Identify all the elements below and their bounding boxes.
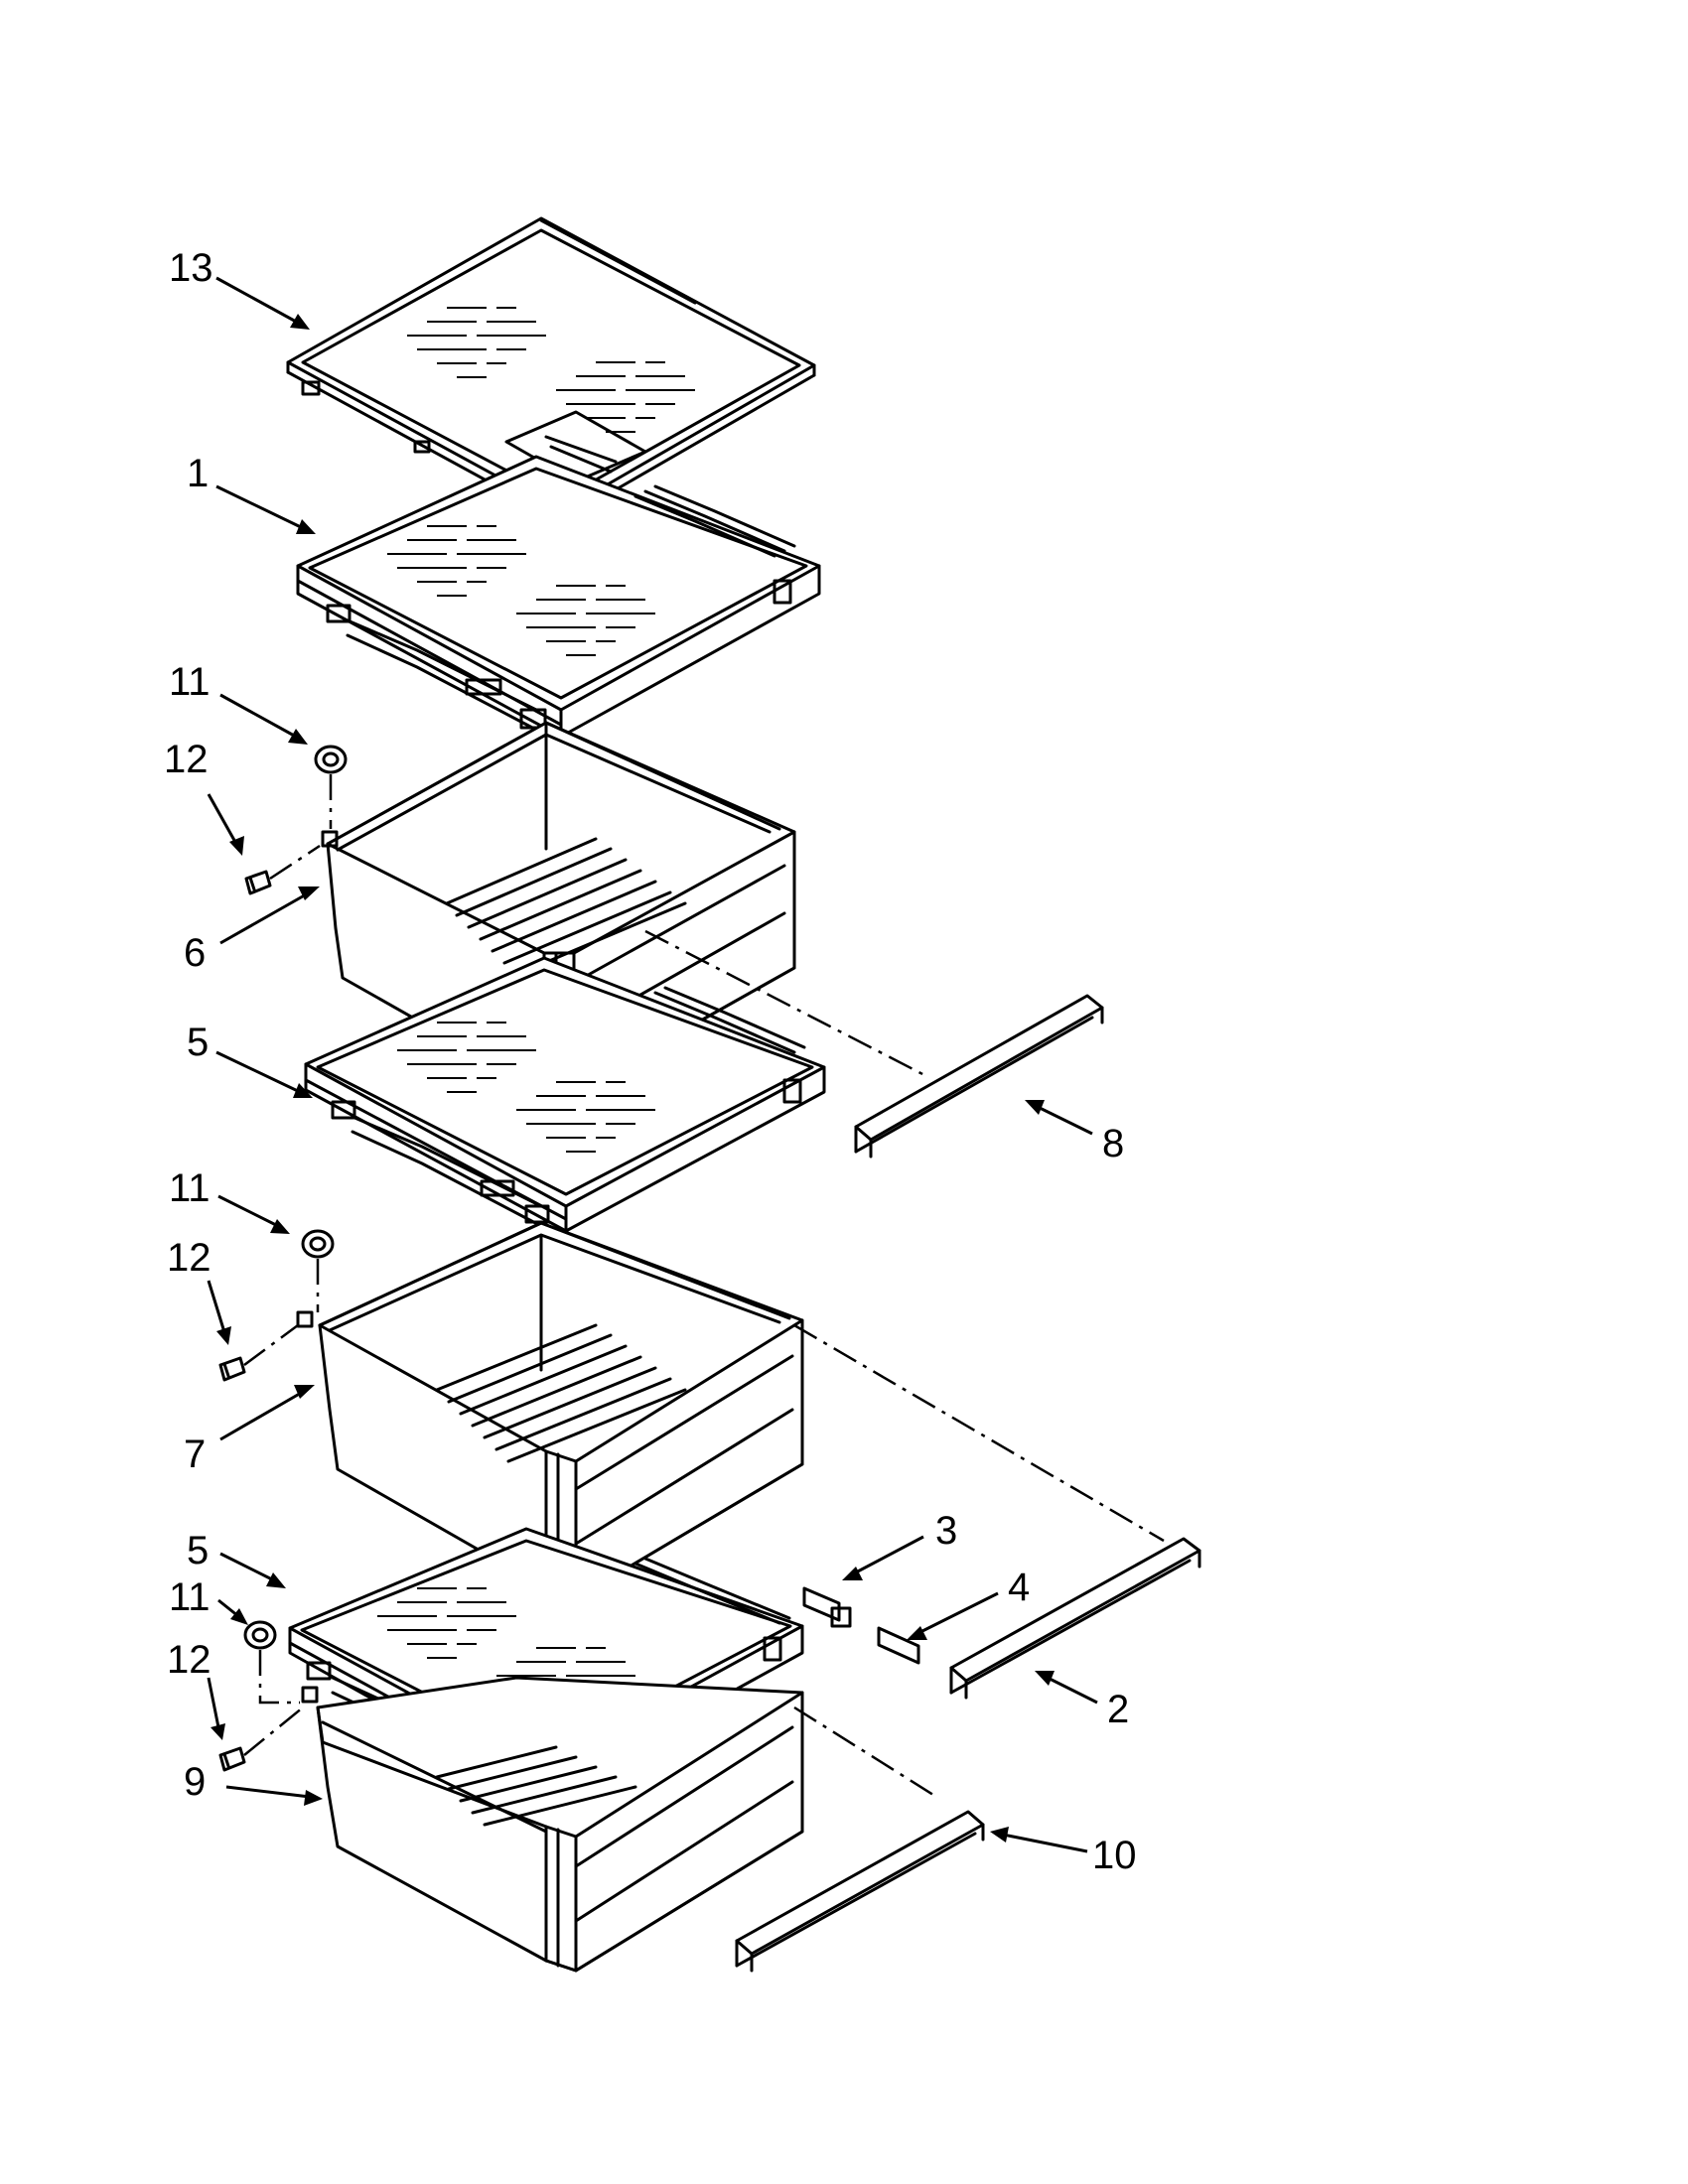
callout-5: 5 [187,1529,209,1572]
part-8-drawer-rail [854,994,1104,1159]
callout-7: 7 [184,1433,206,1476]
callout-1: 1 [187,452,209,495]
part-13-top-shelf [286,216,816,523]
part-12-screw-lower [218,1746,246,1772]
drawer-ribs [435,1323,687,1463]
part-11-cap-middle [301,1229,335,1259]
callout-4: 4 [1008,1566,1030,1609]
leader-arrows [207,276,1098,1853]
part-12-screw-upper [244,870,272,895]
part-11-cap-upper [314,745,348,774]
callout-8: 8 [1102,1122,1124,1165]
callout-6: 6 [184,931,206,975]
assembly-lines [243,774,1165,1797]
callout-5: 5 [187,1021,209,1064]
part-3-clip [802,1586,852,1628]
part-11-cap-lower [243,1620,277,1650]
callout-11: 11 [169,1166,211,1210]
callout-10: 10 [1092,1834,1137,1877]
callout-13: 13 [169,246,213,290]
callout-12: 12 [167,1236,211,1280]
callout-9: 9 [184,1760,206,1804]
callout-11: 11 [169,660,211,704]
callout-3: 3 [935,1509,957,1553]
part-10-drawer-rail [735,1810,985,1973]
callout-12: 12 [164,738,209,781]
callout-11: 11 [169,1575,211,1619]
part-5-middle-shelf [304,956,826,1233]
callout-12: 12 [167,1638,211,1682]
part-9-bottom-drawer [301,1676,804,1973]
part-12-screw-middle [218,1356,246,1382]
part-4-clip [877,1626,920,1665]
callout-2: 2 [1107,1688,1129,1731]
part-2-drawer-rail [949,1537,1201,1700]
part-1-shelf-frame [296,455,821,739]
callout-labels: 13 1 11 12 6 5 8 11 12 7 3 4 5 11 12 2 9… [164,246,1137,1877]
drawer-ribs [435,1745,637,1827]
